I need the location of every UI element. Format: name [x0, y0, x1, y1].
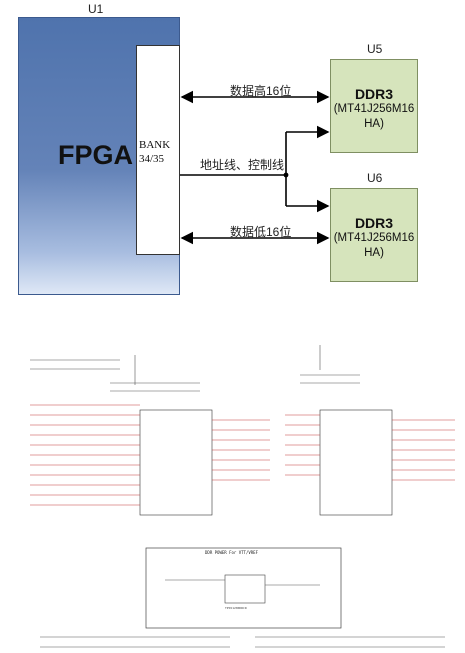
u1-ref: U1: [88, 2, 104, 16]
schematic-bottom-caps: [40, 636, 445, 648]
ddr3-lower-title: DDR3: [354, 215, 394, 231]
ddr-power-box: [145, 547, 342, 629]
power-box-part: TPS51200DRCR: [225, 606, 247, 610]
ddr3-lower-block: DDR3 (MT41J256M16 HA): [330, 188, 418, 282]
ddr3-lower-part-1: (MT41J256M16: [333, 232, 415, 244]
ddr3-lower-part-2: HA): [364, 247, 384, 259]
u5-ref: U5: [367, 42, 383, 56]
addr-ctrl-label: 地址线、控制线: [200, 158, 285, 172]
schematic-left-ddr: [30, 355, 213, 516]
fpga-label: FPGA: [58, 140, 134, 170]
ddr3-upper-title: DDR3: [354, 86, 394, 102]
u6-ref: U6: [367, 171, 383, 185]
schematic-right-pins: [285, 414, 455, 481]
bank-block: [136, 45, 180, 255]
ddr3-upper-block: DDR3 (MT41J256M16 HA): [330, 59, 418, 153]
ddr3-upper-part-2: HA): [364, 118, 384, 130]
schematic-right-ddr: [300, 345, 393, 516]
schematic-drawing: [30, 345, 455, 648]
bank-label-line2: 34/35: [139, 153, 165, 165]
bank-label-line1: BANK: [139, 139, 171, 151]
ddr3-upper-part-1: (MT41J256M16: [333, 103, 415, 115]
power-box-title: DDR POWER For VTT/VREF: [205, 550, 258, 555]
schematic-left-pins: [30, 404, 270, 506]
bank-label: BANK 34/35: [139, 138, 170, 166]
connection-arrows: [180, 90, 330, 245]
addr-ctrl-arrow: [180, 125, 330, 213]
